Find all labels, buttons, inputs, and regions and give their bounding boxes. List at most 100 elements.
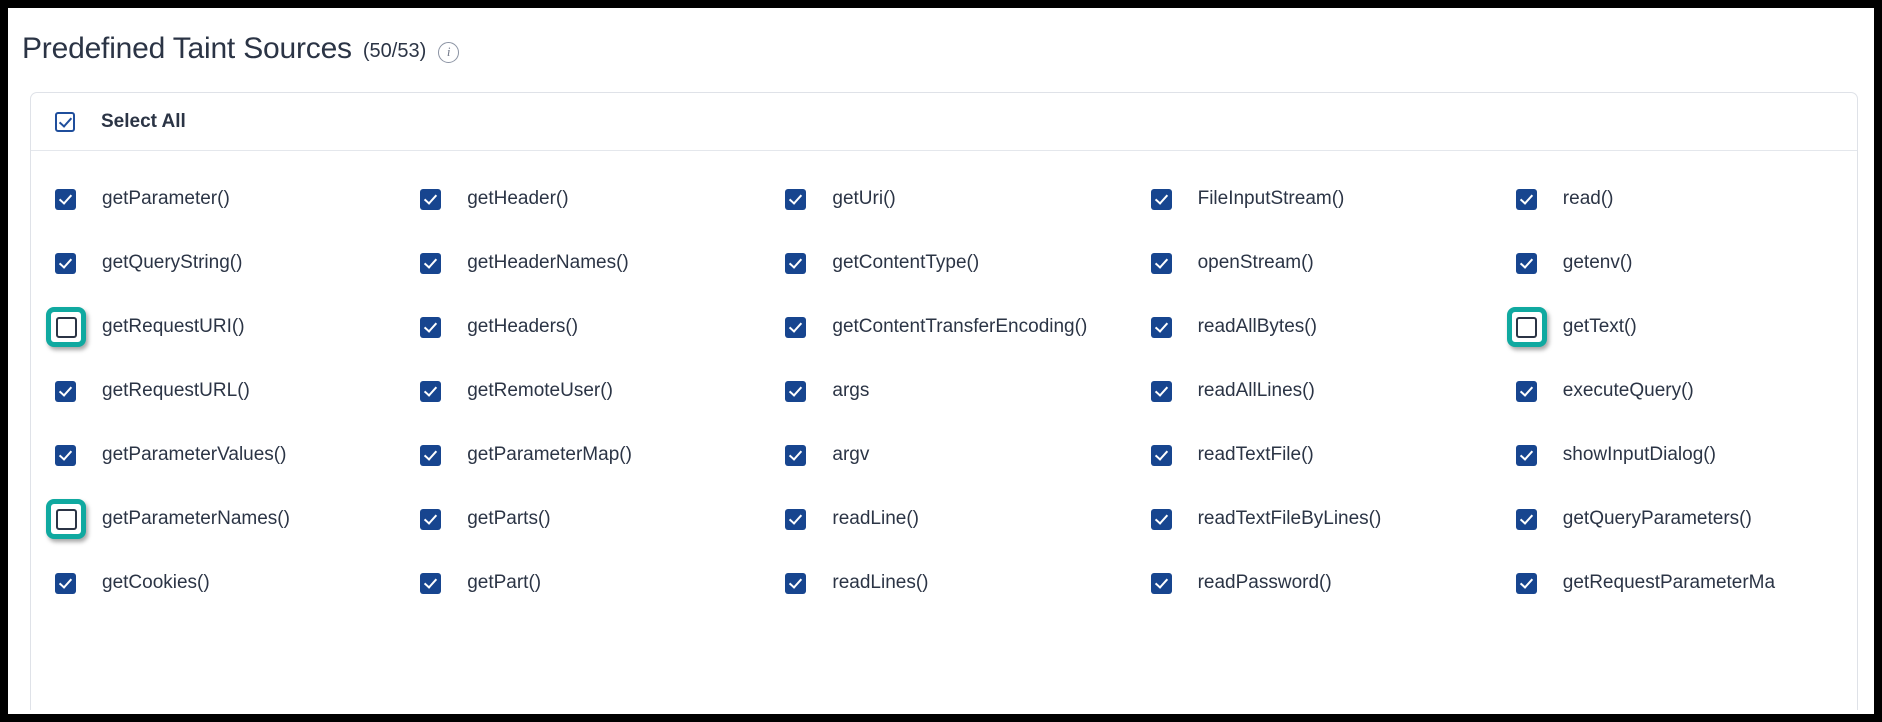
taint-source-label: getCookies() <box>102 571 210 593</box>
checkbox-wrapper <box>420 572 442 594</box>
checkbox-checked[interactable] <box>785 188 807 210</box>
taint-sources-panel: Select All getParameter() getHeader()getU… <box>30 92 1858 710</box>
checkbox-wrapper <box>1515 444 1537 466</box>
info-icon[interactable]: i <box>438 41 460 63</box>
checkbox-checked[interactable] <box>785 316 807 338</box>
taint-source-item[interactable]: getenv() <box>1492 231 1857 295</box>
taint-source-item[interactable]: readLine() <box>761 487 1126 551</box>
taint-source-item[interactable]: getCookies() <box>31 551 396 615</box>
taint-source-item[interactable]: FileInputStream() <box>1127 167 1492 231</box>
checkbox-wrapper <box>420 444 442 466</box>
taint-source-item[interactable]: getHeaders() <box>396 295 761 359</box>
checkbox-unchecked[interactable] <box>1516 316 1538 338</box>
taint-source-label: getText() <box>1562 315 1637 337</box>
checkbox-checked[interactable] <box>55 444 76 466</box>
checkbox-wrapper <box>1515 252 1537 274</box>
taint-source-item[interactable]: openStream() <box>1127 231 1492 295</box>
checkbox-checked[interactable] <box>420 380 442 402</box>
taint-source-item[interactable]: getParts() <box>396 487 761 551</box>
checkbox-checked[interactable] <box>785 252 807 274</box>
checkbox-checked[interactable] <box>1515 252 1537 274</box>
checkbox-checked[interactable] <box>55 572 76 594</box>
taint-source-item[interactable]: getParameterMap() <box>396 423 761 487</box>
checkbox-checked[interactable] <box>1150 380 1172 402</box>
checkbox-checked[interactable] <box>1150 316 1172 338</box>
checkbox-checked[interactable] <box>1515 380 1537 402</box>
taint-source-label: readTextFile() <box>1197 443 1314 465</box>
checkbox-checked[interactable] <box>420 252 442 274</box>
taint-source-item[interactable]: getHeader() <box>396 167 761 231</box>
checkbox-checked[interactable] <box>785 572 807 594</box>
taint-source-label: getRequestParameterMa <box>1562 571 1776 593</box>
checkbox-checked[interactable] <box>785 444 807 466</box>
taint-source-item[interactable]: getPart() <box>396 551 761 615</box>
taint-source-label: getenv() <box>1562 251 1633 273</box>
checkbox-unchecked[interactable] <box>55 316 77 338</box>
highlight-ring <box>46 307 86 347</box>
checkbox-checked[interactable] <box>420 572 442 594</box>
checkbox-wrapper <box>1150 252 1172 274</box>
taint-source-item[interactable]: getRequestURI() <box>31 295 396 359</box>
taint-source-item[interactable]: getParameterValues() <box>31 423 396 487</box>
checkbox-wrapper <box>785 188 807 210</box>
taint-source-label: getParameterValues() <box>102 443 287 465</box>
taint-source-label: getParameter() <box>102 187 230 209</box>
taint-source-item[interactable]: readTextFileByLines() <box>1127 487 1492 551</box>
taint-source-item[interactable]: readTextFile() <box>1127 423 1492 487</box>
taint-source-label: getContentType() <box>832 251 980 273</box>
taint-source-item[interactable]: getParameterNames() <box>31 487 396 551</box>
checkbox-checked[interactable] <box>55 188 76 210</box>
taint-source-item[interactable]: argv <box>761 423 1126 487</box>
taint-source-item[interactable]: getQueryString() <box>31 231 396 295</box>
taint-source-item[interactable]: showInputDialog() <box>1492 423 1857 487</box>
screen: Predefined Taint Sources (50/53) i Selec… <box>8 8 1874 714</box>
checkbox-checked[interactable] <box>420 188 442 210</box>
taint-source-item[interactable]: readAllBytes() <box>1127 295 1492 359</box>
taint-source-item[interactable]: executeQuery() <box>1492 359 1857 423</box>
taint-source-item[interactable]: read() <box>1492 167 1857 231</box>
checkbox-checked[interactable] <box>1515 188 1537 210</box>
taint-source-label: readAllBytes() <box>1197 315 1317 337</box>
taint-source-item[interactable]: getRequestURL() <box>31 359 396 423</box>
taint-source-item[interactable]: getUri() <box>761 167 1126 231</box>
checkbox-checked[interactable] <box>1150 188 1172 210</box>
checkbox-checked[interactable] <box>1150 508 1172 530</box>
checkbox-checked[interactable] <box>1150 444 1172 466</box>
taint-source-item[interactable]: getQueryParameters() <box>1492 487 1857 551</box>
checkbox-checked[interactable] <box>1150 572 1172 594</box>
checkbox-wrapper <box>55 380 76 402</box>
checkbox-checked[interactable] <box>1515 572 1537 594</box>
taint-source-item[interactable]: getParameter() <box>31 167 396 231</box>
checkbox-checked[interactable] <box>420 508 442 530</box>
taint-source-item[interactable]: getContentType() <box>761 231 1126 295</box>
taint-source-item[interactable]: getHeaderNames() <box>396 231 761 295</box>
checkbox-checked[interactable] <box>420 444 442 466</box>
taint-source-item[interactable]: args <box>761 359 1126 423</box>
select-all-row[interactable]: Select All <box>31 93 1857 151</box>
checkbox-checked[interactable] <box>785 508 807 530</box>
checkbox-wrapper <box>1150 380 1172 402</box>
checkbox-unchecked[interactable] <box>55 508 77 530</box>
taint-source-item[interactable]: readPassword() <box>1127 551 1492 615</box>
taint-source-item[interactable]: getText() <box>1492 295 1857 359</box>
taint-source-item[interactable]: getContentTransferEncoding() <box>761 295 1126 359</box>
checkbox-checked[interactable] <box>55 380 76 402</box>
checkbox-checked[interactable] <box>420 316 442 338</box>
checkbox-wrapper <box>785 252 807 274</box>
checkbox-checked[interactable] <box>1515 444 1537 466</box>
taint-source-item[interactable]: readAllLines() <box>1127 359 1492 423</box>
taint-source-item[interactable]: getRequestParameterMa <box>1492 551 1857 615</box>
selected-count: (50/53) <box>362 40 427 62</box>
checkbox-wrapper <box>1150 508 1172 530</box>
checkbox-checked[interactable] <box>785 380 807 402</box>
select-all-checkbox[interactable] <box>55 111 75 132</box>
taint-source-label: getParameterNames() <box>102 507 290 529</box>
taint-source-label: getQueryParameters() <box>1562 507 1752 529</box>
checkbox-wrapper <box>785 316 807 338</box>
taint-source-item[interactable]: getRemoteUser() <box>396 359 761 423</box>
checkbox-checked[interactable] <box>1515 508 1537 530</box>
checkbox-checked[interactable] <box>1150 252 1172 274</box>
checkbox-checked[interactable] <box>55 252 76 274</box>
taint-source-label: getParameterMap() <box>467 443 632 465</box>
taint-source-item[interactable]: readLines() <box>761 551 1126 615</box>
